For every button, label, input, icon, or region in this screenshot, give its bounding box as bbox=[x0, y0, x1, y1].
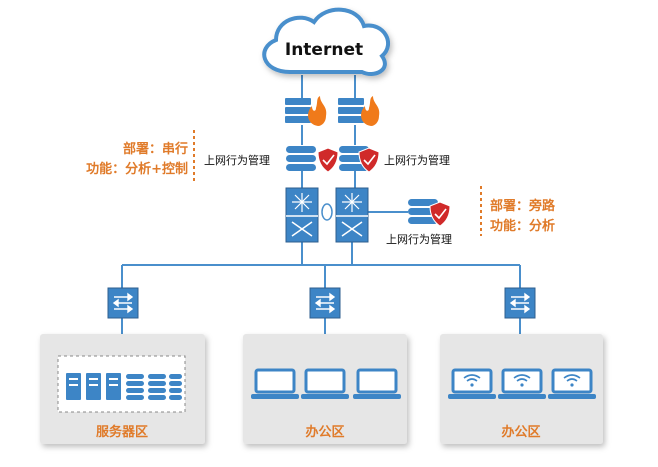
inline-annotation: 部署：串行 功能：分析+控制 bbox=[86, 130, 195, 182]
access-switch-1 bbox=[107, 287, 139, 319]
stack-link bbox=[321, 203, 333, 221]
laptop-icon bbox=[251, 368, 299, 399]
inline-function-label: 功能：分析+控制 bbox=[86, 161, 188, 177]
laptop-icon bbox=[301, 368, 349, 399]
bypass-deploy-label: 部署：旁路 bbox=[490, 198, 556, 214]
shield-icon bbox=[317, 147, 339, 173]
wifi-laptop-icon bbox=[548, 368, 596, 399]
zone-server: 服务器区 bbox=[40, 334, 205, 444]
bypass-function-label: 功能：分析 bbox=[490, 218, 555, 234]
storage-icon bbox=[126, 374, 182, 400]
firewall-right bbox=[338, 96, 380, 126]
access-switch-2 bbox=[309, 287, 341, 319]
zone-office-1: 办公区 bbox=[243, 334, 407, 444]
server-icon bbox=[66, 373, 121, 400]
zone-office-2: 办公区 bbox=[440, 334, 603, 444]
inline-device-left bbox=[286, 146, 339, 173]
bypass-device-label: 上网行为管理 bbox=[386, 232, 452, 246]
bypass-device bbox=[408, 199, 451, 227]
wifi-laptop-icon bbox=[448, 368, 496, 399]
wifi-laptop-icon bbox=[498, 368, 546, 399]
fire-icon bbox=[308, 96, 327, 126]
shield-icon bbox=[429, 201, 451, 227]
zone-label-office-2: 办公区 bbox=[501, 424, 540, 440]
inline-deploy-label: 部署：串行 bbox=[123, 141, 188, 157]
internet-cloud: Internet bbox=[262, 7, 390, 76]
zone-label-office-1: 办公区 bbox=[305, 424, 344, 440]
zone-label-server: 服务器区 bbox=[96, 424, 148, 440]
connection-lines bbox=[121, 75, 521, 335]
internet-label: Internet bbox=[285, 40, 363, 60]
laptop-icon bbox=[353, 368, 401, 399]
core-switch-left bbox=[285, 187, 319, 243]
fire-icon bbox=[361, 96, 380, 126]
bypass-annotation: 部署：旁路 功能：分析 bbox=[480, 186, 556, 236]
shield-icon bbox=[358, 147, 380, 173]
inline-device-label-left: 上网行为管理 bbox=[204, 153, 270, 167]
inline-device-right bbox=[339, 146, 380, 173]
inline-device-label-right: 上网行为管理 bbox=[384, 153, 450, 167]
access-switch-3 bbox=[504, 287, 536, 319]
core-switch-right bbox=[335, 187, 369, 243]
firewall-left bbox=[285, 96, 327, 126]
